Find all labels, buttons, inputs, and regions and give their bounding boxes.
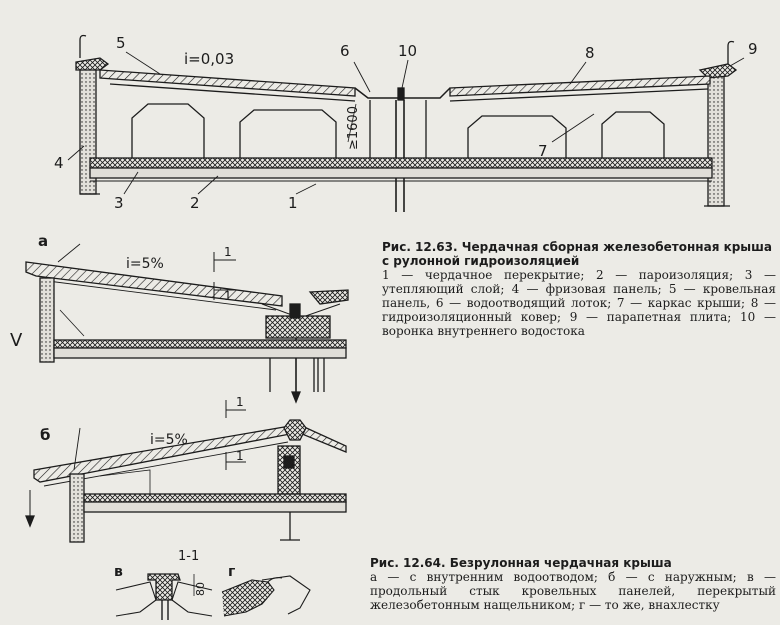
- slope-label-0-03: i=0,03: [184, 50, 234, 68]
- slope-label-b: i=5%: [150, 432, 188, 448]
- caption-title-12-63: Рис. 12.63. Чердачная сборная железобето…: [382, 240, 772, 268]
- callout-3: 3: [114, 194, 124, 212]
- slope-label-a: i=5%: [126, 256, 164, 272]
- callout-1: 1: [288, 194, 298, 212]
- caption-figure-12-63: Рис. 12.63. Чердачная сборная железобето…: [382, 240, 776, 338]
- caption-body-12-63: 1 — чердачное перекрытие; 2 — пароизоляц…: [382, 268, 776, 338]
- roof-panel-right: [449, 75, 711, 97]
- panel-left-g: [221, 579, 275, 617]
- caption-figure-12-64: Рис. 12.64. Безрулонная чердачная крыша …: [370, 556, 776, 612]
- callout-9: 9: [748, 40, 758, 58]
- frame-arch-4: [601, 111, 665, 160]
- figure-12-64-a-drawing: [25, 243, 349, 404]
- dim-label-80: 80: [194, 582, 207, 596]
- roof-slab-a: [25, 261, 283, 307]
- figure-12-64-v-drawing: [115, 573, 213, 620]
- parapet-left: [75, 57, 110, 71]
- ridge-cap-b: [283, 419, 307, 441]
- joint-cover-v: [147, 573, 181, 601]
- panel-right-v: [171, 581, 213, 617]
- panel-letter-v: в: [114, 564, 123, 580]
- figure-12-64-a-labels: а i=5% 1 1 V: [10, 232, 232, 351]
- panel-left-v: [115, 581, 157, 617]
- roof-slab-b: [33, 425, 291, 483]
- figure-12-64-v-labels: в 80: [114, 564, 207, 596]
- floor-slab-a: [53, 339, 347, 349]
- caption-title-12-64: Рис. 12.64. Безрулонная чердачная крыша: [370, 556, 672, 570]
- drain-block-a: [265, 315, 331, 339]
- roof-drain-funnel: [397, 87, 405, 101]
- wall-a: [39, 277, 55, 363]
- roof-panel-left: [99, 69, 356, 97]
- caption-body-12-64: а — с внутренним водоотводом; б — с нару…: [370, 570, 776, 612]
- frame-arch-3: [467, 115, 567, 160]
- figure-12-64-g-drawing: [221, 575, 311, 617]
- callout-2: 2: [190, 194, 200, 212]
- floor-slab-b: [83, 493, 347, 503]
- attic-floor-slab: [89, 167, 713, 179]
- section-title-1-1: 1-1: [178, 549, 199, 564]
- section-mark-b-bottom: 1: [236, 449, 244, 463]
- height-label-1600: ≥1600: [346, 106, 361, 150]
- figure-12-64-g-labels: г: [228, 564, 235, 580]
- callout-10: 10: [398, 42, 417, 60]
- roof-slab-b-right: [301, 424, 347, 453]
- figure-12-63-drawing: [67, 34, 745, 212]
- frieze-panel-right: [707, 73, 725, 207]
- callout-7: 7: [538, 142, 548, 160]
- column-b: [277, 445, 301, 497]
- callout-4: 4: [54, 154, 64, 172]
- insulation-layer: [89, 157, 713, 169]
- callout-8: 8: [585, 44, 595, 62]
- frame-arch-2: [239, 109, 337, 160]
- panel-letter-b: б: [40, 426, 50, 444]
- margin-mark-v: V: [10, 330, 23, 351]
- anchor-left-icon: [79, 34, 87, 58]
- figure-12-64-b-drawing: [25, 400, 347, 543]
- frame-arch-1: [131, 103, 205, 160]
- wall-b: [69, 473, 85, 543]
- panel-letter-g: г: [228, 564, 235, 580]
- panel-letter-a: а: [38, 232, 48, 250]
- callout-5: 5: [116, 34, 126, 52]
- section-1-1-title: 1-1: [178, 549, 199, 564]
- section-mark-b-top: 1: [236, 395, 244, 409]
- anchor-right-icon: [727, 40, 735, 64]
- figure-12-63-labels: i=0,03 ≥1600 5 6 10 8 9 7 4 3 2 1: [54, 34, 758, 212]
- figure-12-64-b-labels: б i=5% 1 1: [40, 395, 244, 463]
- section-mark-a-top: 1: [224, 245, 232, 259]
- callout-6: 6: [340, 42, 350, 60]
- section-mark-a-bottom: 1: [224, 289, 232, 303]
